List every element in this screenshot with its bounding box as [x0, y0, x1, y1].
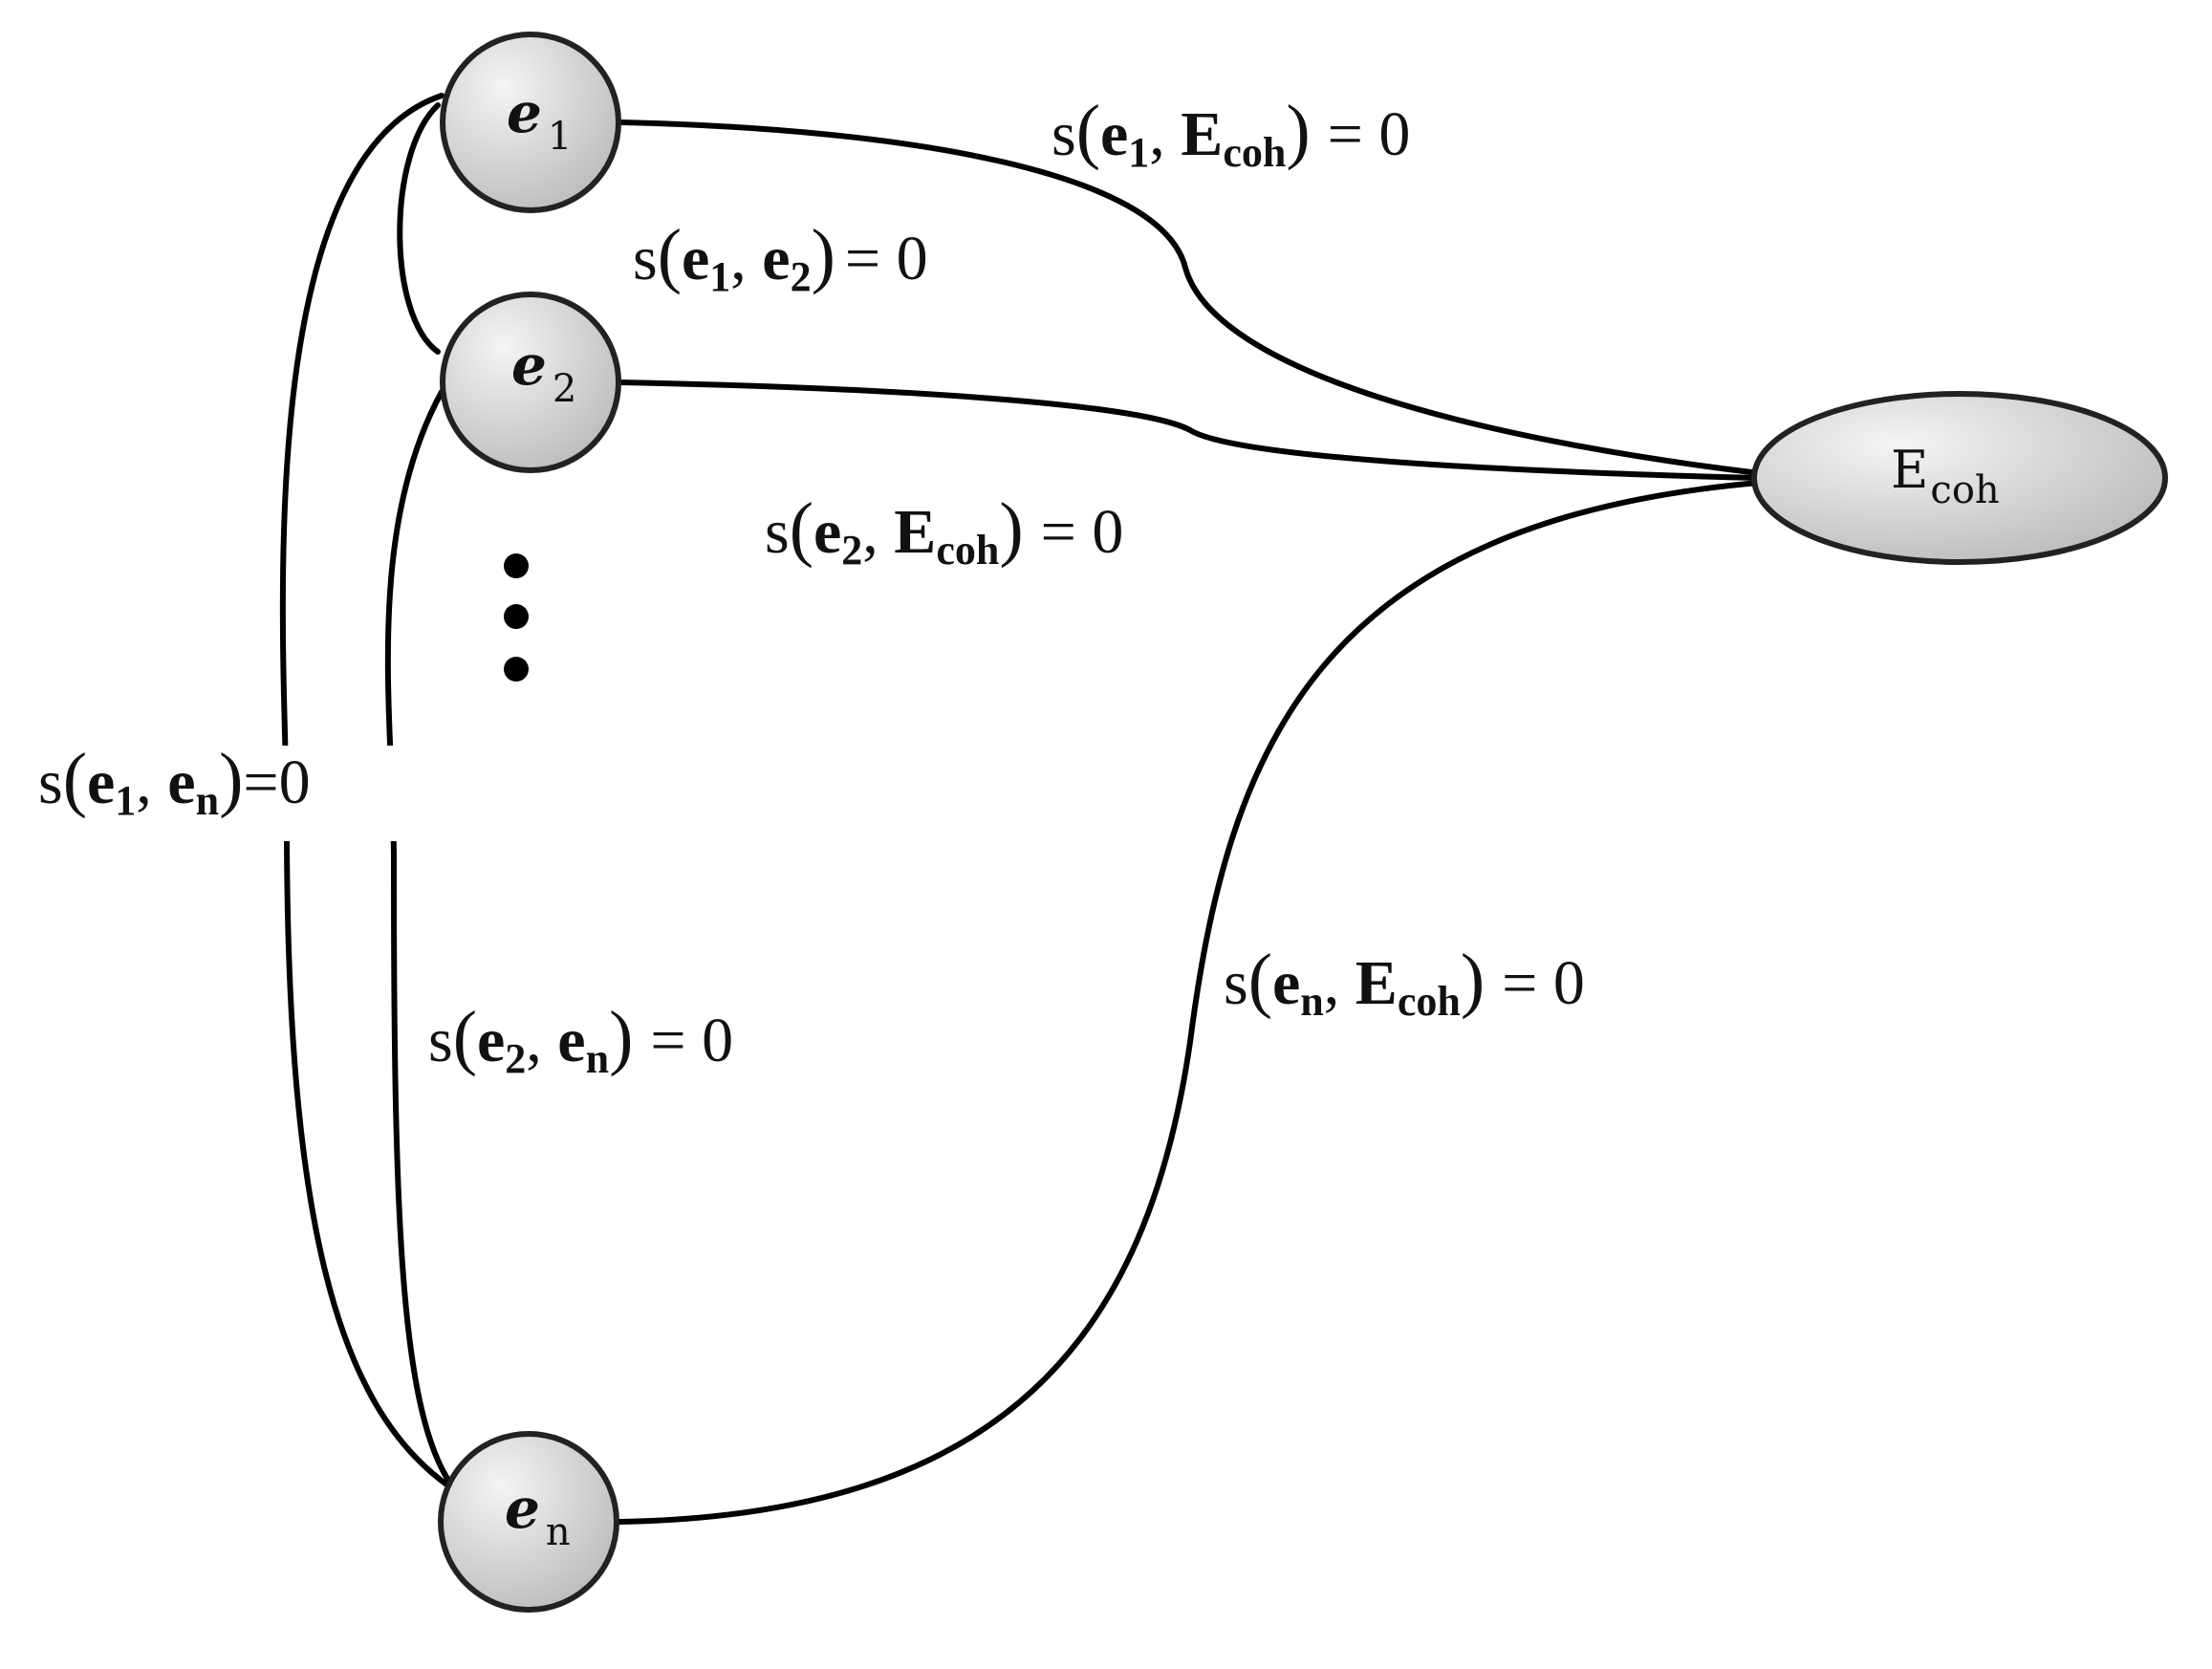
label-comma: , [136, 748, 167, 817]
label-arg-b-sub: coh [1223, 129, 1286, 176]
vertical-ellipsis-icon [504, 553, 529, 682]
label-close-paren: ) [812, 215, 835, 295]
edge-e2-ecoh [617, 379, 1762, 481]
label-e2-ecoh: s(e2, Ecoh) = 0 [765, 488, 1123, 574]
label-arg-b: e [557, 1006, 585, 1075]
node-en-base: e [505, 1476, 540, 1541]
label-fn: s [633, 224, 658, 293]
label-arg-a: e [87, 748, 115, 817]
label-close-paren: ) [219, 739, 243, 819]
label-arg-b: E [1181, 99, 1223, 169]
label-arg-a-sub: 1 [1128, 129, 1149, 176]
label-arg-a: e [682, 224, 709, 293]
edge-labels: s(e1, Ecoh)= 0 s(e1, e2)= 0 s(e2, Ecoh)=… [38, 91, 1585, 1082]
label-close-paren: ) [609, 997, 633, 1077]
label-close-paren: ) [1461, 940, 1485, 1020]
label-arg-b-sub: coh [936, 527, 999, 574]
edge-en-ecoh [617, 480, 1762, 1525]
label-comma: , [1149, 99, 1181, 169]
label-arg-b-sub: coh [1398, 978, 1461, 1025]
label-open-paren: ( [1076, 91, 1100, 171]
label-en-ecoh: s(en, Ecoh)= 0 [1224, 940, 1585, 1025]
node-e1-base: e [507, 80, 542, 145]
node-e2-base: e [511, 333, 547, 398]
label-arg-b-sub: n [196, 777, 219, 824]
label-e1-e2: s(e1, e2)= 0 [633, 215, 928, 300]
label-arg-a-sub: n [1300, 978, 1323, 1025]
label-arg-a-sub: 1 [709, 253, 730, 300]
label-open-paren: ( [790, 488, 813, 569]
edge-e1-ecoh [618, 119, 1762, 476]
label-value: = 0 [1041, 497, 1124, 567]
label-arg-a-sub: 1 [115, 777, 136, 824]
label-comma: , [526, 1006, 557, 1075]
label-open-paren: ( [453, 997, 477, 1077]
label-value: = 0 [1328, 99, 1411, 169]
node-en-sub: n [546, 1510, 571, 1554]
label-e2-en: s(e2, en)= 0 [428, 997, 733, 1082]
label-arg-a: e [1100, 99, 1128, 169]
edge-e2-en [384, 389, 452, 1485]
label-comma: , [862, 497, 894, 567]
label-fn: s [1052, 99, 1076, 169]
node-e2-circle [440, 292, 621, 473]
label-arg-a-sub: 2 [505, 1035, 526, 1082]
label-open-paren: ( [63, 739, 87, 819]
label-arg-b-sub: 2 [791, 253, 812, 300]
node-ecoh-label: Ecoh [1891, 440, 2000, 512]
label-open-paren: ( [1248, 940, 1272, 1020]
label-arg-a: e [477, 1006, 505, 1075]
label-arg-a: e [813, 497, 841, 567]
label-value: = 0 [1502, 948, 1585, 1018]
node-e1-sub: 1 [548, 115, 572, 159]
label-open-paren: ( [658, 215, 682, 295]
edge-e1-e2 [397, 102, 441, 355]
node-en-circle [438, 1431, 619, 1613]
node-ecoh-base: E [1891, 440, 1928, 500]
label-arg-b: e [167, 748, 195, 817]
node-e2-sub: 2 [553, 367, 576, 411]
label-arg-a: e [1272, 948, 1300, 1018]
node-ecoh-ellipse [1751, 391, 2168, 565]
label-comma: , [1324, 948, 1355, 1018]
label-arg-a-sub: 2 [841, 527, 862, 574]
label-arg-b: E [894, 497, 936, 567]
label-value: = 0 [845, 224, 928, 293]
label-e1-en: s(e1, en)=0 [38, 739, 311, 824]
label-value: =0 [243, 748, 310, 817]
label-close-paren: ) [1286, 91, 1310, 171]
node-e1-circle [440, 32, 621, 213]
label-arg-b: e [762, 224, 790, 293]
label-value: = 0 [650, 1006, 733, 1075]
label-arg-b: E [1355, 948, 1398, 1018]
label-fn: s [428, 1006, 453, 1075]
label-comma: , [730, 224, 762, 293]
node-ecoh-sub: coh [1930, 468, 1999, 512]
label-arg-b-sub: n [586, 1035, 609, 1082]
label-e1-ecoh: s(e1, Ecoh) = 0 [1052, 91, 1410, 176]
node-ecoh: Ecoh [1751, 391, 2168, 565]
label-fn: s [765, 497, 790, 567]
label-fn: s [1224, 948, 1248, 1018]
label-close-paren: ) [999, 488, 1023, 569]
label-fn: s [38, 748, 63, 817]
